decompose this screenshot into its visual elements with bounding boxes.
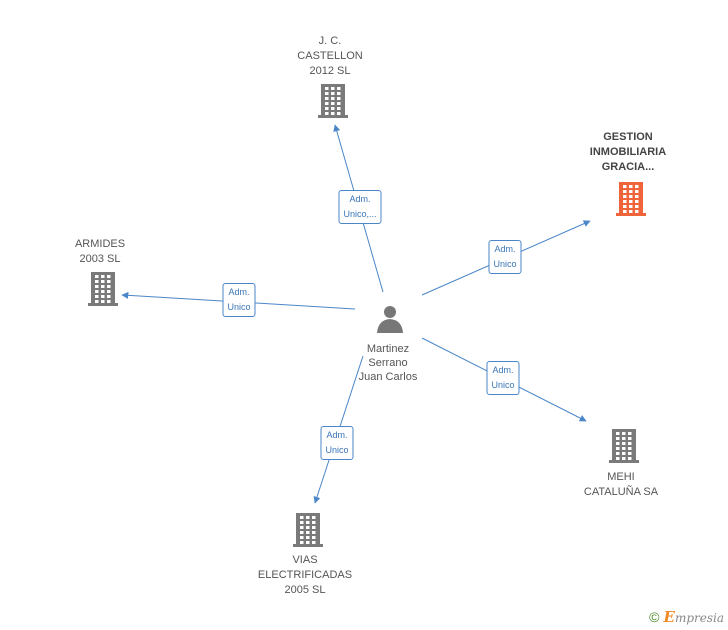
building-icon-jc[interactable]: [318, 84, 348, 118]
building-icon-vias[interactable]: [293, 513, 323, 547]
building-icon-armides[interactable]: [88, 272, 118, 306]
edge-label-mehi[interactable]: Adm.Unico: [486, 361, 520, 395]
edge-label-gestion[interactable]: Adm.Unico: [488, 240, 522, 274]
empresia-logo[interactable]: Empresia: [663, 608, 725, 626]
brand-footer: © Empresia: [649, 608, 724, 626]
edge-label-jc[interactable]: Adm.Unico,...: [338, 190, 382, 224]
person-icon[interactable]: [377, 306, 403, 333]
edge-label-armides[interactable]: Adm.Unico: [222, 283, 256, 317]
building-icon-gestion[interactable]: [616, 182, 646, 216]
edge-label-vias[interactable]: Adm.Unico: [320, 426, 354, 460]
copyright-icon: ©: [649, 609, 660, 625]
building-icon-mehi[interactable]: [609, 429, 639, 463]
